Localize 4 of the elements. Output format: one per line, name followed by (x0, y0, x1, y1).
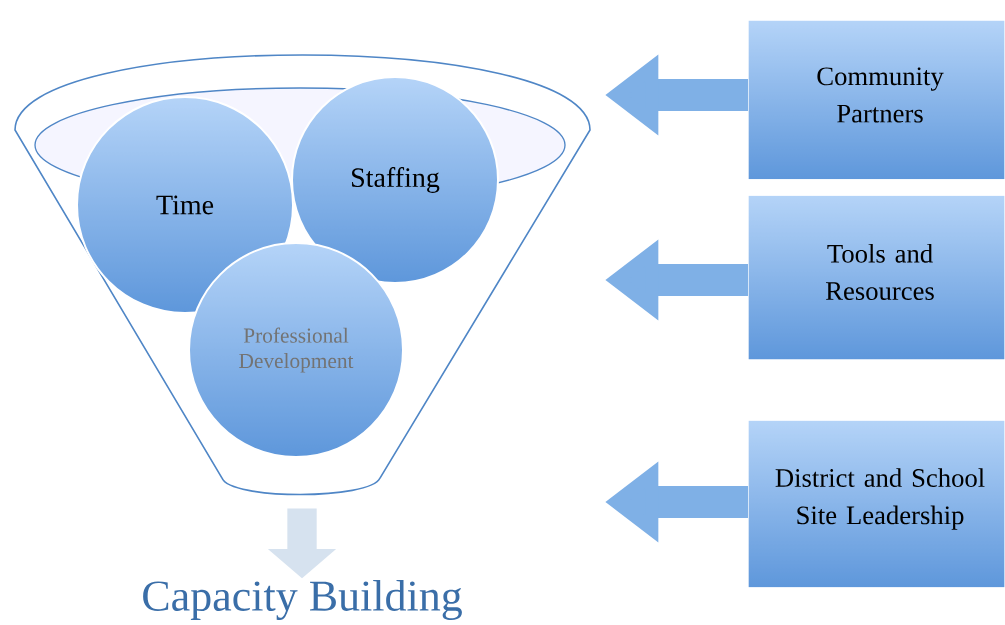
process-box: Community Partners (747, 19, 1005, 181)
process-box: District and School Site Leadership (747, 419, 1005, 589)
title-text: Capacity Building (143, 580, 462, 620)
process-box: Tools and Resources (747, 194, 1005, 361)
